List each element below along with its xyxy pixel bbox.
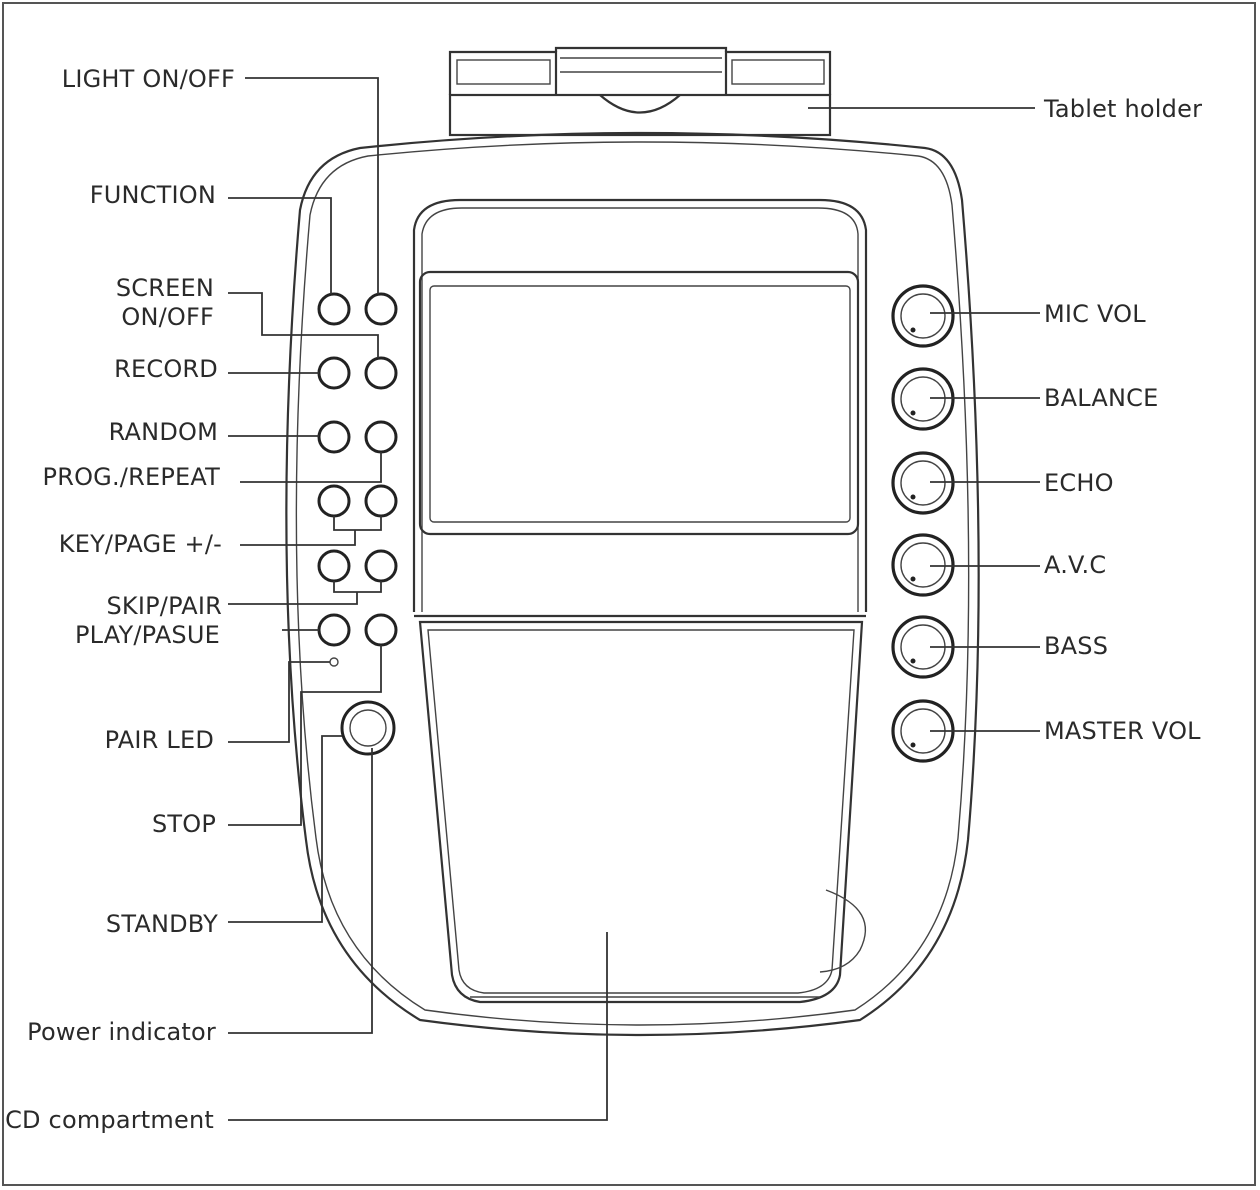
label-standby: STANDBY xyxy=(106,910,218,938)
label-bass: BASS xyxy=(1044,632,1108,660)
label-prog-repeat: PROG./REPEAT xyxy=(43,463,221,491)
label-cd-compartment: CD compartment xyxy=(5,1106,214,1134)
skip-back-button[interactable] xyxy=(317,549,351,583)
label-random: RANDOM xyxy=(109,418,218,446)
leader-cd-compartment xyxy=(228,932,608,1121)
label-pair-led: PAIR LED xyxy=(105,726,214,754)
label-function: FUNCTION xyxy=(90,181,216,209)
right-knobs xyxy=(891,284,955,763)
left-button-grid xyxy=(317,292,398,756)
label-power-indicator: Power indicator xyxy=(27,1018,216,1046)
echo-knob[interactable] xyxy=(891,451,955,515)
leader-light xyxy=(245,77,379,294)
labels-left: LIGHT ON/OFF FUNCTION SCREEN ON/OFF RECO… xyxy=(5,65,235,1134)
label-master-vol: MASTER VOL xyxy=(1044,717,1201,745)
avc-knob[interactable] xyxy=(891,533,955,597)
leader-standby xyxy=(228,735,342,923)
key-page-plus-button[interactable] xyxy=(364,484,398,518)
labels-right: Tablet holder MIC VOL BALANCE ECHO A.V.C… xyxy=(1043,95,1202,745)
screen-panel xyxy=(412,198,868,618)
label-tablet-holder: Tablet holder xyxy=(1043,95,1202,123)
label-screen-line2: ON/OFF xyxy=(121,303,214,331)
label-light-on-off: LIGHT ON/OFF xyxy=(62,65,235,93)
screen-button[interactable] xyxy=(364,356,398,390)
label-avc: A.V.C xyxy=(1044,551,1106,579)
cd-compartment xyxy=(418,620,867,1004)
label-balance: BALANCE xyxy=(1044,384,1159,412)
leader-power-indicator xyxy=(228,748,373,1034)
label-stop: STOP xyxy=(152,810,216,838)
prog-repeat-button[interactable] xyxy=(364,420,398,454)
stop-button[interactable] xyxy=(364,613,398,647)
leader-skip-pair xyxy=(228,581,382,605)
leader-lines-right xyxy=(808,107,1040,732)
label-record: RECORD xyxy=(114,355,218,383)
leader-stop xyxy=(228,645,382,826)
label-screen-line1: SCREEN xyxy=(116,274,214,302)
leader-key-page xyxy=(240,516,382,546)
device-body xyxy=(285,131,980,1037)
balance-knob[interactable] xyxy=(891,367,955,431)
pair-led-indicator xyxy=(329,657,339,667)
leader-pair-led xyxy=(228,661,330,743)
record-button[interactable] xyxy=(317,356,351,390)
power-indicator-ring xyxy=(349,709,387,747)
mic-vol-knob[interactable] xyxy=(891,284,955,348)
light-button[interactable] xyxy=(364,292,398,326)
random-button[interactable] xyxy=(317,420,351,454)
label-key-page: KEY/PAGE +/- xyxy=(59,530,222,558)
key-page-minus-button[interactable] xyxy=(317,484,351,518)
leader-lines-left xyxy=(228,77,608,1121)
function-button[interactable] xyxy=(317,292,351,326)
label-echo: ECHO xyxy=(1044,469,1114,497)
skip-forward-button[interactable] xyxy=(364,549,398,583)
leader-function xyxy=(228,197,332,294)
leader-screen xyxy=(228,292,379,358)
label-play-pause: PLAY/PASUE xyxy=(75,621,220,649)
label-skip-pair: SKIP/PAIR xyxy=(106,592,222,620)
tablet-holder xyxy=(448,46,832,137)
leader-prog-repeat xyxy=(240,452,382,483)
label-mic-vol: MIC VOL xyxy=(1044,300,1146,328)
play-pause-button[interactable] xyxy=(317,613,351,647)
